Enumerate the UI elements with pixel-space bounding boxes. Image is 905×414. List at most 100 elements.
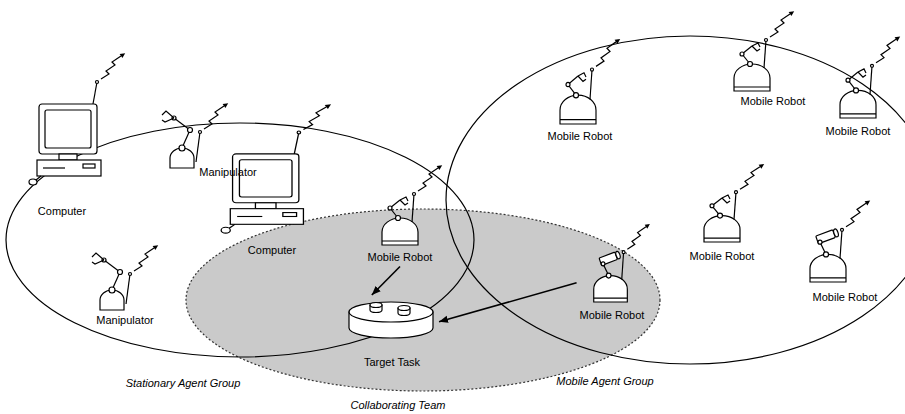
radio-signal-head [789,11,795,16]
radio-signal [134,248,154,271]
part-cylinder-top [398,306,410,311]
radio-signal-head [759,164,765,169]
target-task: Target Task [343,295,439,372]
radio-signal [770,14,790,37]
antenna-tip [129,273,132,276]
drive-slot [237,216,262,217]
group-label: Collaborating Team [351,399,446,412]
item-label: Mobile Robot [741,95,806,108]
robot-icon [378,200,423,245]
robot-base-line [734,86,770,87]
monitor-neck [255,203,276,209]
robot-body [560,95,596,124]
antenna-mast [870,66,872,95]
antenna-tip [297,131,300,134]
icon-group [221,104,331,233]
computer-base [230,209,303,225]
arm-joint [395,216,400,221]
radio-signal [740,167,760,189]
antenna-tip [590,68,593,71]
group-ellipse [186,209,660,391]
mouse [29,179,37,185]
agent-item: Mobile Robot [687,195,758,266]
item-label: Mobile Robot [368,251,433,264]
antenna-mast [93,82,97,104]
group-outline [185,208,661,392]
radio-signal-head [153,245,159,250]
item-label: Target Task [364,356,420,369]
radio-signal-head [437,165,443,170]
arm-icon [90,250,140,310]
mouse-cable [36,176,41,180]
arm-joint [818,240,822,244]
item-label: Mobile Robot [580,309,645,322]
mouse-cable [229,224,235,228]
robot-body [704,216,740,242]
drive-slot [43,167,65,168]
icon-group [560,39,620,124]
radio-signal-head [325,104,331,109]
arm-joint [109,287,115,293]
gripper [858,69,866,77]
item-label: Mobile Robot [548,130,613,143]
radio-signal [876,39,896,63]
robot-icon [730,46,775,91]
monitor-screen [45,110,91,148]
radio-signal [418,168,438,191]
arm-joint [388,206,392,210]
antenna-mast [590,70,592,100]
agent-item: Mobile Robot [545,73,616,146]
monitor-icon [228,150,308,238]
icon-group [704,164,764,242]
monitor-case [39,104,97,154]
radio-signal [101,56,121,79]
antenna-mast [196,132,200,162]
icon-group [594,224,650,302]
group-label: Mobile Agent Group [556,375,653,388]
cam-icon [806,236,851,282]
robot-base-line [382,240,418,241]
agent-item: Computer [225,147,311,260]
antenna-tip [765,39,768,42]
antenna-mast [734,192,736,219]
item-label: Mobile Robot [813,291,878,304]
arm-joint [118,270,123,275]
arm-joint [846,78,850,82]
monitor-screen [239,160,292,197]
icon-group [382,165,442,245]
robot-base-line [560,119,596,120]
robot-base-line [840,113,876,114]
group-ellipse [446,36,905,364]
agent-group: Collaborating TeamComputerMobile RobotTa… [185,208,661,392]
antenna-mast [294,132,299,154]
radio-signal-head [895,36,901,41]
robot-icon [836,72,881,118]
camera [816,230,836,244]
agent-item: Mobile Robot [803,233,880,307]
robot-icon [556,76,601,124]
item-label: Manipulator [96,314,153,327]
antenna-tip [96,81,99,84]
radio-signal-head [615,39,621,44]
antenna-tip [870,64,873,67]
agent-item: Mobile Robot [365,197,436,267]
gripper [722,195,730,203]
antenna-tip [622,251,625,254]
arm-joint [824,252,829,257]
drive-slot [83,164,95,168]
cam-icon [590,258,632,302]
task-table-top [349,302,433,322]
robot-body [734,64,770,91]
camera-lens [615,251,621,260]
arm-joint [573,93,578,98]
task-icon [346,298,436,343]
agent-group: Mobile Agent GroupMobile RobotMobile Rob… [445,35,905,365]
arm-joint [188,128,193,133]
radio-signal-head [645,224,650,229]
arm-joint [606,273,611,278]
camera-lens [833,228,839,237]
robot-body [810,254,846,282]
camera [599,252,617,265]
radio-signal-head [120,53,126,58]
